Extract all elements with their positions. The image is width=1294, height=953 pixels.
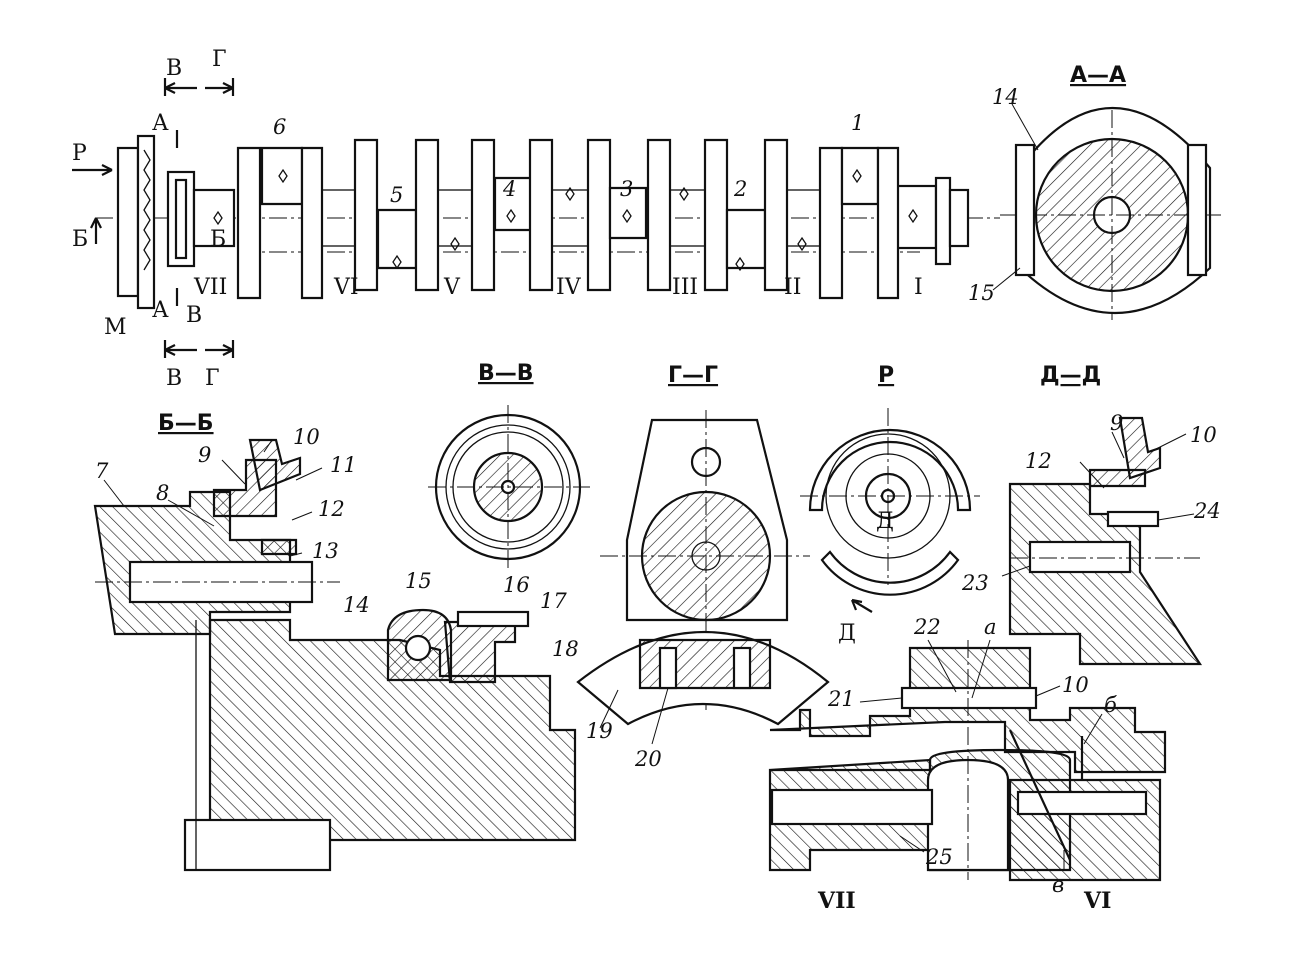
callout-12-dd: 12 — [1025, 449, 1052, 473]
callout-8: 8 — [156, 481, 169, 505]
callout-24: 24 — [1193, 499, 1221, 523]
callout-15-aa: 15 — [968, 281, 995, 305]
callout-9-dd: 9 — [1110, 411, 1123, 435]
cut-label-v-mid: В — [186, 303, 202, 328]
callout-10-bottom: 10 — [1062, 673, 1089, 697]
cut-label-a-bottom: А — [152, 298, 169, 323]
cut-label-v-top: В — [166, 56, 182, 81]
journal-label-2: II — [784, 275, 801, 300]
callout-17: 17 — [540, 589, 567, 613]
callout-9-bb: 9 — [198, 443, 211, 467]
bottom-journal-6: VI — [1083, 888, 1111, 914]
callout-16: 16 — [503, 573, 530, 597]
cut-label-b-right: Б — [210, 227, 226, 252]
crank-number-4: 4 — [502, 177, 516, 201]
section-vv-title: В—В — [478, 361, 534, 386]
section-bb-title: Б—Б — [158, 411, 214, 436]
section-gg-title: Г—Г — [668, 363, 718, 388]
callout-10-bb: 10 — [293, 425, 320, 449]
channel-v: в — [1052, 873, 1064, 897]
view-p-title: Р — [878, 363, 894, 388]
callout-14-aa: 14 — [992, 85, 1019, 109]
crank-number-5: 5 — [390, 183, 403, 207]
callout-18: 18 — [552, 637, 579, 661]
journal-section: 22 а 10 21 б 25 в VII VI — [768, 615, 1167, 914]
section-aa: А—А 14 15 — [968, 63, 1225, 320]
crank-number-3: 3 — [620, 177, 633, 201]
journal-label-3: III — [672, 275, 698, 300]
label-m: М — [104, 315, 127, 340]
cut-label-g-top: Г — [212, 47, 227, 72]
callout-25: 25 — [925, 845, 953, 869]
cut-label-v-bottom: В — [166, 366, 182, 391]
callout-19: 19 — [586, 719, 613, 743]
journal-label-4: IV — [556, 275, 582, 300]
view-p-cut-d: Д — [876, 509, 894, 534]
callout-21: 21 — [827, 687, 855, 711]
callout-11: 11 — [330, 453, 357, 477]
view-p-arrow-d: Д — [838, 621, 856, 646]
crank-number-6: 6 — [273, 115, 286, 139]
crankshaft-side-view: В Г А А В Р Б Б М В Г VII VI V IV III II… — [72, 47, 1000, 391]
callout-20: 20 — [634, 747, 662, 771]
section-vv: В—В — [428, 361, 590, 570]
callout-7: 7 — [95, 459, 109, 483]
bottom-journal-7: VII — [817, 888, 856, 914]
crank-number-2: 2 — [733, 177, 747, 201]
callout-12-bb: 12 — [318, 497, 345, 521]
view-p: Р Д Д — [800, 363, 980, 646]
section-dd: Д—Д 12 9 10 24 23 — [961, 363, 1221, 666]
crank-webs — [236, 138, 900, 300]
journal-label-1: I — [914, 275, 923, 300]
callout-22: 22 — [913, 615, 941, 639]
section-bb: Б—Б 7 8 9 10 11 12 13 14 15 16 17 18 — [93, 411, 579, 872]
crank-number-1: 1 — [851, 111, 864, 135]
cut-label-a-top: А — [152, 111, 169, 136]
view-label-p: Р — [72, 141, 87, 166]
callout-15-bb: 15 — [405, 569, 432, 593]
channel-b: б — [1104, 693, 1117, 717]
channel-a: а — [984, 615, 997, 639]
section-gg: Г—Г 19 20 — [576, 363, 830, 771]
journal-label-6: VI — [333, 275, 359, 300]
callout-10-dd: 10 — [1190, 423, 1217, 447]
cut-label-g-bottom: Г — [205, 366, 220, 391]
section-aa-title: А—А — [1070, 63, 1126, 88]
section-dd-title: Д—Д — [1040, 363, 1101, 388]
journal-label-5: V — [443, 275, 461, 300]
callout-13: 13 — [312, 539, 339, 563]
callout-23: 23 — [961, 571, 989, 595]
callout-14-bb: 14 — [343, 593, 370, 617]
journal-label-7: VII — [193, 275, 227, 300]
cut-label-b-left: Б — [72, 227, 88, 252]
